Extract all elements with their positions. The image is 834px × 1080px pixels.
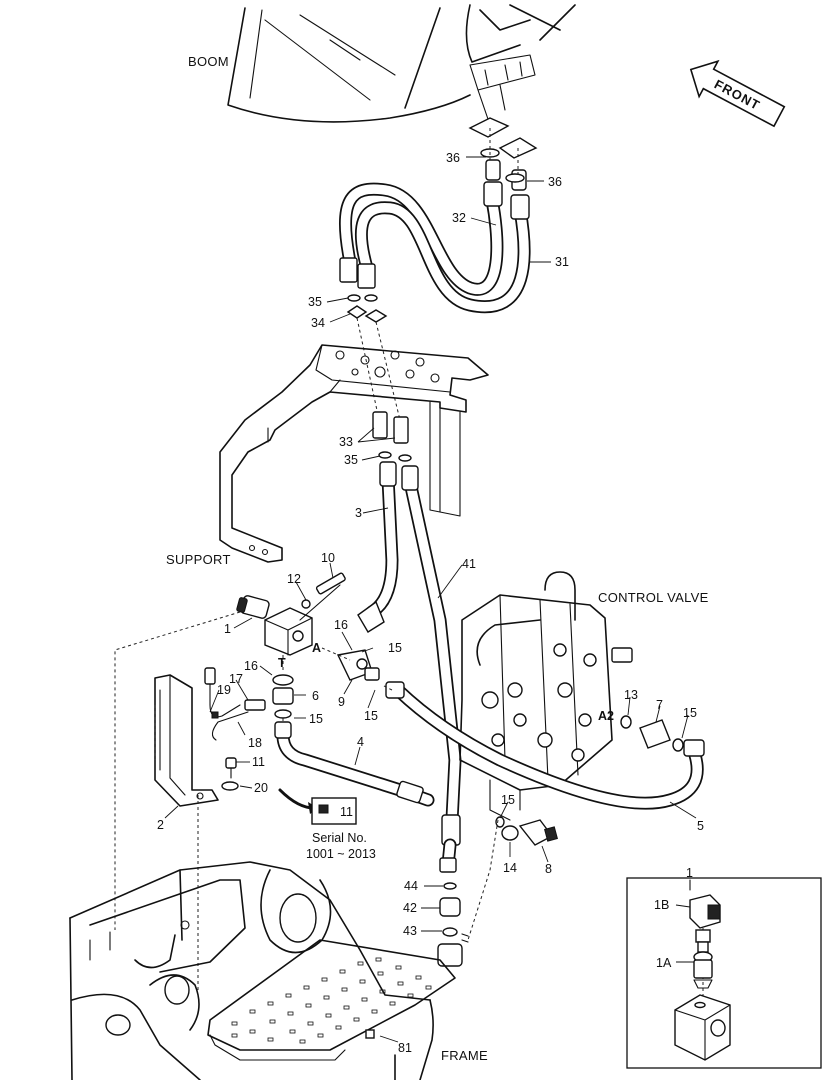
callout-32: 32 — [452, 211, 466, 225]
inset-part-1b: 1B — [654, 898, 669, 912]
callout-20: 20 — [254, 781, 268, 795]
fittings-42-43-44 — [437, 882, 469, 967]
boom-structure — [227, 4, 576, 126]
callout-11: 11 — [252, 755, 265, 769]
callout-12: 12 — [287, 572, 301, 586]
port-a2-label: A2 — [598, 709, 614, 723]
fittings-33-34-35 — [346, 294, 412, 462]
hose-5 — [385, 681, 705, 810]
callout-36-left: 36 — [446, 151, 460, 165]
inset-detail-1 — [626, 877, 822, 1069]
callout-15-d: 15 — [683, 706, 697, 720]
frame-structure — [69, 861, 434, 1080]
callout-3: 3 — [355, 506, 362, 520]
callout-10: 10 — [321, 551, 335, 565]
front-arrow-icon: FRONT — [689, 59, 786, 128]
leader-dashes-left — [282, 647, 393, 722]
support-frame — [219, 344, 489, 563]
callout-15-c: 15 — [309, 712, 323, 726]
bolt-11 — [221, 757, 239, 791]
fitting-9 — [336, 649, 380, 681]
control-valve-label: CONTROL VALVE — [598, 590, 709, 605]
callout-81: 81 — [398, 1041, 412, 1055]
callout-15-a: 15 — [388, 641, 402, 655]
fitting-6 — [272, 674, 294, 719]
callout-6: 6 — [312, 689, 319, 703]
callout-35-mid: 35 — [344, 453, 358, 467]
callout-8: 8 — [545, 862, 552, 876]
callout-35-top: 35 — [308, 295, 322, 309]
boom-label: BOOM — [188, 54, 229, 69]
serial-note-part: 11 — [340, 805, 353, 819]
inset-part-1a: 1A — [656, 956, 672, 970]
callout-4: 4 — [357, 735, 364, 749]
callout-13: 13 — [624, 688, 638, 702]
port-t-label: T — [278, 656, 286, 670]
callout-42: 42 — [403, 901, 417, 915]
support-label: SUPPORT — [166, 552, 231, 567]
serial-note: 11 Serial No. 1001 ~ 2013 — [278, 788, 376, 861]
hose-31-32 — [339, 159, 531, 314]
control-valve — [459, 571, 633, 821]
callout-41: 41 — [462, 557, 476, 571]
callout-19: 19 — [217, 683, 231, 697]
flange-fittings-top — [468, 117, 538, 183]
callout-14: 14 — [503, 861, 517, 875]
callout-2: 2 — [157, 818, 164, 832]
callout-33: 33 — [339, 435, 353, 449]
callout-36-right: 36 — [548, 175, 562, 189]
callout-1: 1 — [224, 622, 231, 636]
valve-block-1 — [236, 572, 346, 656]
callout-15-b: 15 — [364, 709, 378, 723]
dashed-leader-lines — [114, 611, 499, 990]
bracket-2 — [154, 674, 219, 807]
callout-31: 31 — [555, 255, 569, 269]
callout-17: 17 — [229, 672, 243, 686]
serial-note-range: 1001 ~ 2013 — [306, 847, 376, 861]
callout-18: 18 — [248, 736, 262, 750]
callout-34: 34 — [311, 316, 325, 330]
callout-44: 44 — [404, 879, 418, 893]
pressure-sensor-17 — [204, 667, 266, 741]
callout-5: 5 — [697, 819, 704, 833]
callout-16-left: 16 — [244, 659, 258, 673]
fitting-8-14 — [495, 816, 558, 846]
callout-numbers: 36 36 32 31 35 34 33 35 3 41 10 12 1 16 … — [157, 151, 704, 1055]
frame-label: FRAME — [441, 1048, 488, 1063]
hose-4 — [274, 721, 435, 807]
callout-43: 43 — [403, 924, 417, 938]
callout-9: 9 — [338, 695, 345, 709]
callout-16-top: 16 — [334, 618, 348, 632]
callout-7: 7 — [656, 698, 663, 712]
serial-note-label: Serial No. — [312, 831, 367, 845]
callout-leaders — [164, 156, 697, 1043]
callout-15-e: 15 — [501, 793, 515, 807]
port-a-label: A — [312, 641, 321, 655]
cover-plate-81 — [207, 939, 456, 1061]
hose-3-41 — [357, 461, 462, 873]
inset-title: 1 — [686, 866, 693, 880]
